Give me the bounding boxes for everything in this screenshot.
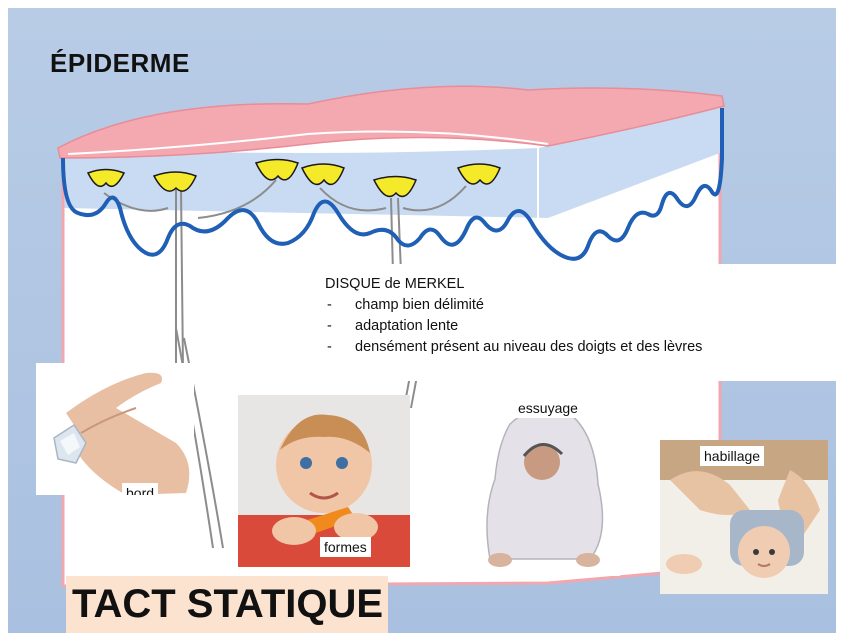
info-item: adaptation lente [325,316,825,337]
merkel-info-box: DISQUE de MERKEL champ bien délimité ada… [313,264,836,381]
photo-bord: bord [36,363,194,495]
photo-label-bord: bord [122,483,158,495]
bottom-title: TACT STATIQUE [66,576,388,633]
photo-habillage: habillage [660,440,828,594]
photo-formes: formes [238,395,410,567]
slide-title: ÉPIDERME [50,48,190,79]
info-item: champ bien délimité [325,295,825,316]
info-heading: DISQUE de MERKEL [325,274,825,295]
photo-label-habillage: habillage [700,446,764,466]
slide: ÉPIDERME DISQUE de MERKEL champ bien dél… [8,8,836,633]
info-list: champ bien délimité adaptation lente den… [325,295,825,358]
info-item: densément présent au niveau des doigts e… [325,337,825,358]
photo-essuyage: essuyage [470,384,620,576]
hand-holding-ice-icon [36,363,194,495]
photo-label-formes: formes [320,537,371,557]
photo-label-essuyage: essuyage [514,398,582,418]
